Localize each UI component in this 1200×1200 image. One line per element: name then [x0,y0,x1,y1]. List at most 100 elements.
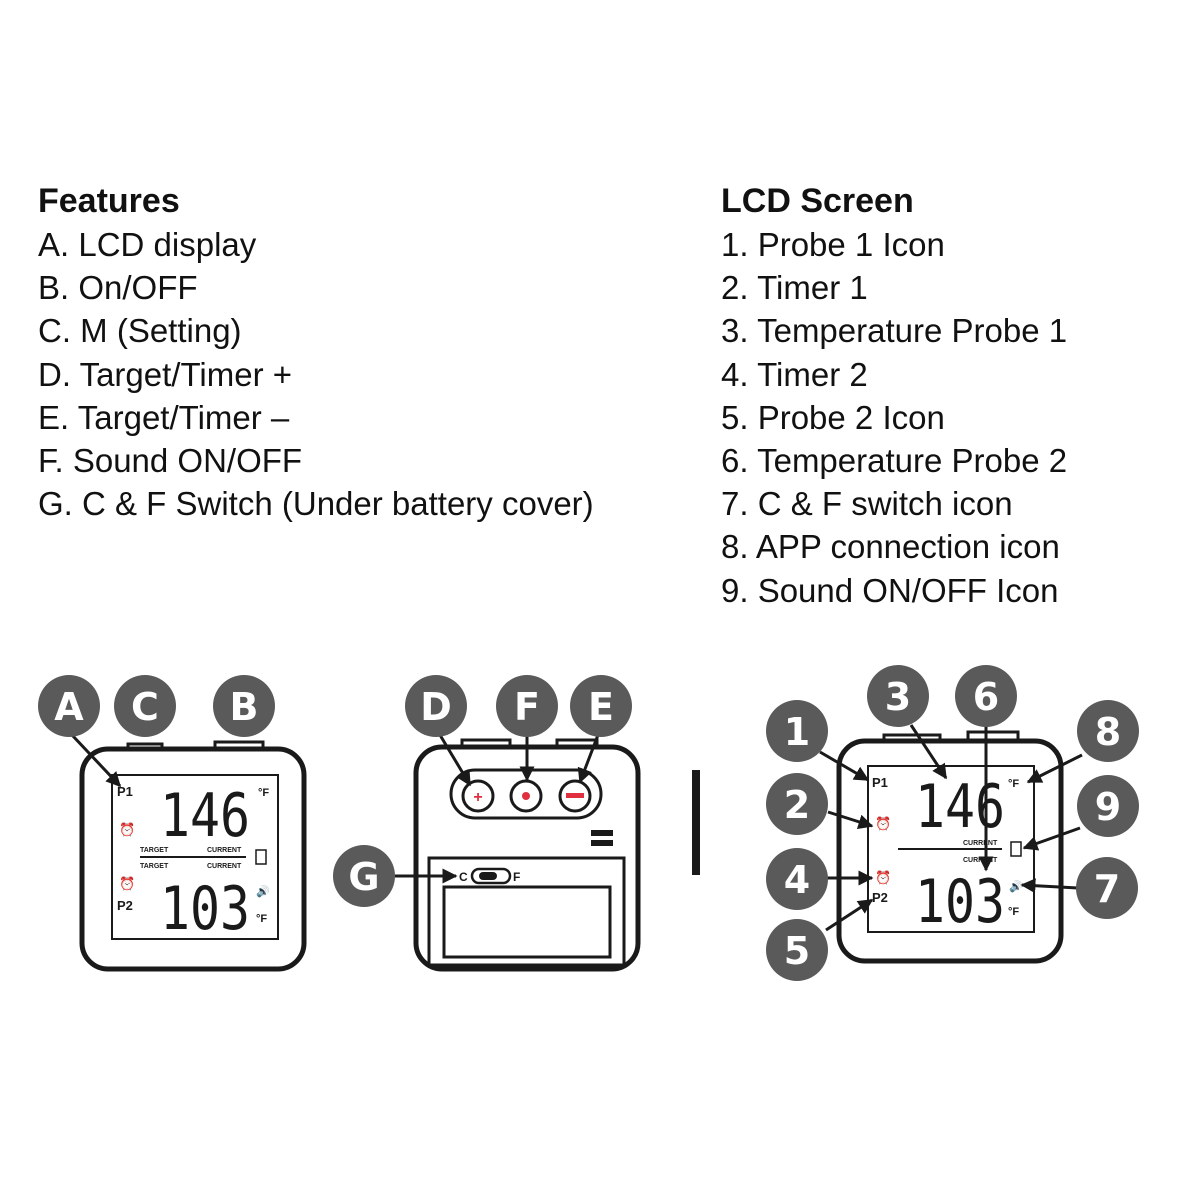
leader-8 [1026,753,1083,784]
svg-text:B: B [230,685,259,729]
svg-text:F: F [514,685,540,729]
features-heading: Features [38,182,180,220]
sound-dot-icon [522,792,530,800]
svg-text:5: 5 [784,929,810,973]
marker-f: F [496,675,558,737]
separator-bar [692,770,700,875]
unit-top: °F [258,787,269,799]
lcd-current-label-bottom: CURRENT [963,857,998,864]
svg-text:A: A [54,685,84,729]
lcd-item-4: 4. Timer 2 [721,355,868,393]
marker-1: 1 [766,700,828,762]
speaker-grill-1 [591,830,613,836]
minus-icon [566,793,584,798]
marker-2: 2 [766,773,828,835]
marker-d: D [405,675,467,737]
plus-button [461,779,495,813]
lcd-probe2-label: P2 [872,890,888,905]
lcd-item-5: 5. Probe 2 Icon [721,398,945,436]
lcd-item-2: 2. Timer 1 [721,269,868,307]
app-connection-icon [255,849,267,865]
svg-text:E: E [588,685,614,729]
lcd-timer1-icon: ⏰ [875,815,891,831]
timer2-icon: ⏰ [119,875,135,891]
marker-7: 7 [1076,857,1138,919]
switch-label-c: C [459,870,468,884]
svg-text:7: 7 [1094,867,1120,911]
current-label-bottom: CURRENT [207,863,242,870]
marker-8: 8 [1077,700,1139,762]
cf-switch-knob [479,872,497,880]
marker-3: 3 [867,665,929,727]
feature-item-d: D. Target/Timer + [38,355,292,393]
marker-b: B [213,675,275,737]
marker-6: 6 [955,665,1017,727]
lcd-item-3: 3. Temperature Probe 1 [721,312,1068,350]
marker-5: 5 [766,919,828,981]
svg-text:D: D [420,685,452,729]
feature-item-g: G. C & F Switch (Under battery cover) [38,485,594,523]
front-device: P1 146 °F ⏰ TARGET CURRENT TARGET CURREN… [79,740,307,972]
leader-2 [827,810,874,830]
marker-9: 9 [1077,775,1139,837]
svg-text:3: 3 [885,675,911,719]
leader-e [577,734,600,784]
lcd-screen-heading: LCD Screen [721,182,914,220]
switch-label-f: F [513,870,520,884]
lcd-item-7: 7. C & F switch icon [721,485,1013,523]
probe1-label: P1 [117,784,133,799]
leader-lines [70,724,1083,932]
lcd-unit-bottom: °F [1008,906,1019,918]
leader-5 [825,898,874,932]
svg-text:C: C [131,685,159,729]
svg-text:G: G [348,855,379,899]
marker-c: C [114,675,176,737]
feature-item-b: B. On/OFF [38,269,198,307]
unit-bottom: °F [256,913,267,925]
lcd-unit-top: °F [1008,778,1019,790]
lcd-timer2-icon: ⏰ [875,869,891,885]
leader-a [70,733,122,788]
lcd-screen-list: LCD Screen 1. Probe 1 Icon 2. Timer 1 3.… [721,180,1181,612]
feature-item-e: E. Target/Timer – [38,398,290,436]
battery-compartment [442,885,612,959]
timer1-icon: ⏰ [119,821,135,837]
probe2-label: P2 [117,898,133,913]
marker-4: 4 [766,848,828,910]
svg-text:8: 8 [1095,710,1121,754]
markers: A C B D F E G 1 2 3 4 5 6 7 8 9 [38,665,1139,981]
current-label-top: CURRENT [207,847,242,854]
svg-text:2: 2 [784,783,810,827]
lcd-sound-icon: 🔊 [1009,879,1023,893]
feature-item-f: F. Sound ON/OFF [38,442,303,480]
lcd-app-connection-icon [1010,841,1022,857]
marker-e: E [570,675,632,737]
lcd-item-8: 8. APP connection icon [721,528,1060,566]
target-label-bottom: TARGET [140,863,169,870]
lcd-temp-bottom-value: 103 [915,867,1005,937]
target-label-top: TARGET [140,847,169,854]
leader-7 [1020,878,1079,894]
lcd-probe1-label: P1 [872,775,888,790]
marker-g: G [333,845,395,907]
lcd-device: P1 146 °F ⏰ CURRENT CURRENT ⏰ P2 103 🔊 °… [836,730,1064,964]
leader-d [438,734,472,787]
marker-a: A [38,675,100,737]
svg-text:9: 9 [1095,785,1121,829]
feature-item-a: A. LCD display [38,226,257,263]
temp-top-value: 146 [160,781,250,851]
speaker-grill-2 [591,840,613,846]
lcd-item-1: 1. Probe 1 Icon [721,226,945,263]
lcd-temp-top-value: 146 [915,772,1005,842]
lcd-current-label-top: CURRENT [963,840,998,847]
svg-text:4: 4 [784,858,810,902]
plus-icon: + [473,789,482,806]
leader-9 [1022,826,1081,851]
svg-text:6: 6 [973,675,999,719]
lcd-item-9: 9. Sound ON/OFF Icon [721,571,1059,609]
temp-bottom-value: 103 [160,874,250,944]
sound-icon: 🔊 [256,884,270,898]
svg-text:1: 1 [784,710,810,754]
leader-3 [909,724,948,780]
